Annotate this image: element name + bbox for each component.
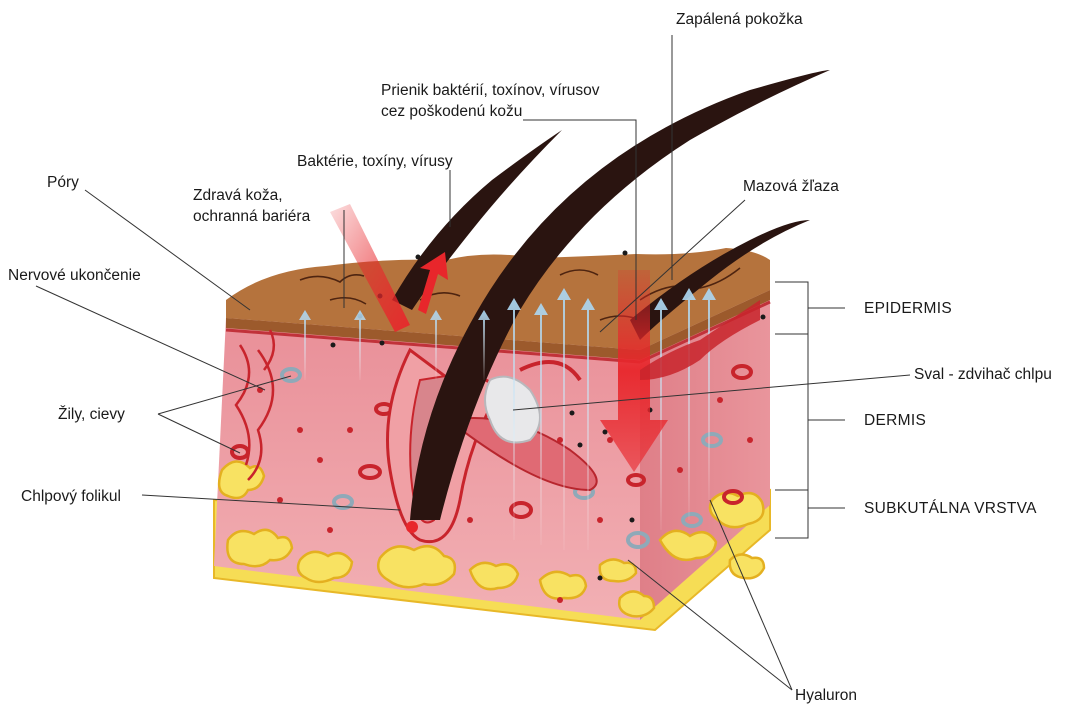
label-pores: Póry	[47, 174, 79, 191]
label-hair-follicle: Chlpový folikul	[21, 488, 121, 505]
label-dermis: DERMIS	[864, 412, 926, 429]
label-penetration-line1: Prienik baktérií, toxínov, vírusov	[381, 82, 600, 99]
label-healthy-skin-line1: Zdravá koža,	[193, 187, 283, 204]
label-bacteria: Baktérie, toxíny, vírusy	[297, 153, 453, 170]
follicle-bulb	[406, 521, 418, 533]
label-hyaluron: Hyaluron	[795, 687, 857, 704]
label-healthy-skin-line2: ochranná bariéra	[193, 208, 311, 225]
label-arrector-muscle: Sval - zdvihač chlpu	[914, 366, 1052, 383]
label-epidermis: EPIDERMIS	[864, 300, 952, 317]
label-nerve-ending: Nervové ukončenie	[8, 267, 141, 284]
label-sebaceous-gland: Mazová žľaza	[743, 178, 839, 195]
label-penetration-line2: cez poškodenú kožu	[381, 103, 522, 120]
label-subcutaneous: SUBKUTÁLNA VRSTVA	[864, 500, 1037, 517]
label-veins: Žily, cievy	[58, 406, 125, 423]
label-inflamed-skin: Zapálená pokožka	[676, 11, 803, 28]
